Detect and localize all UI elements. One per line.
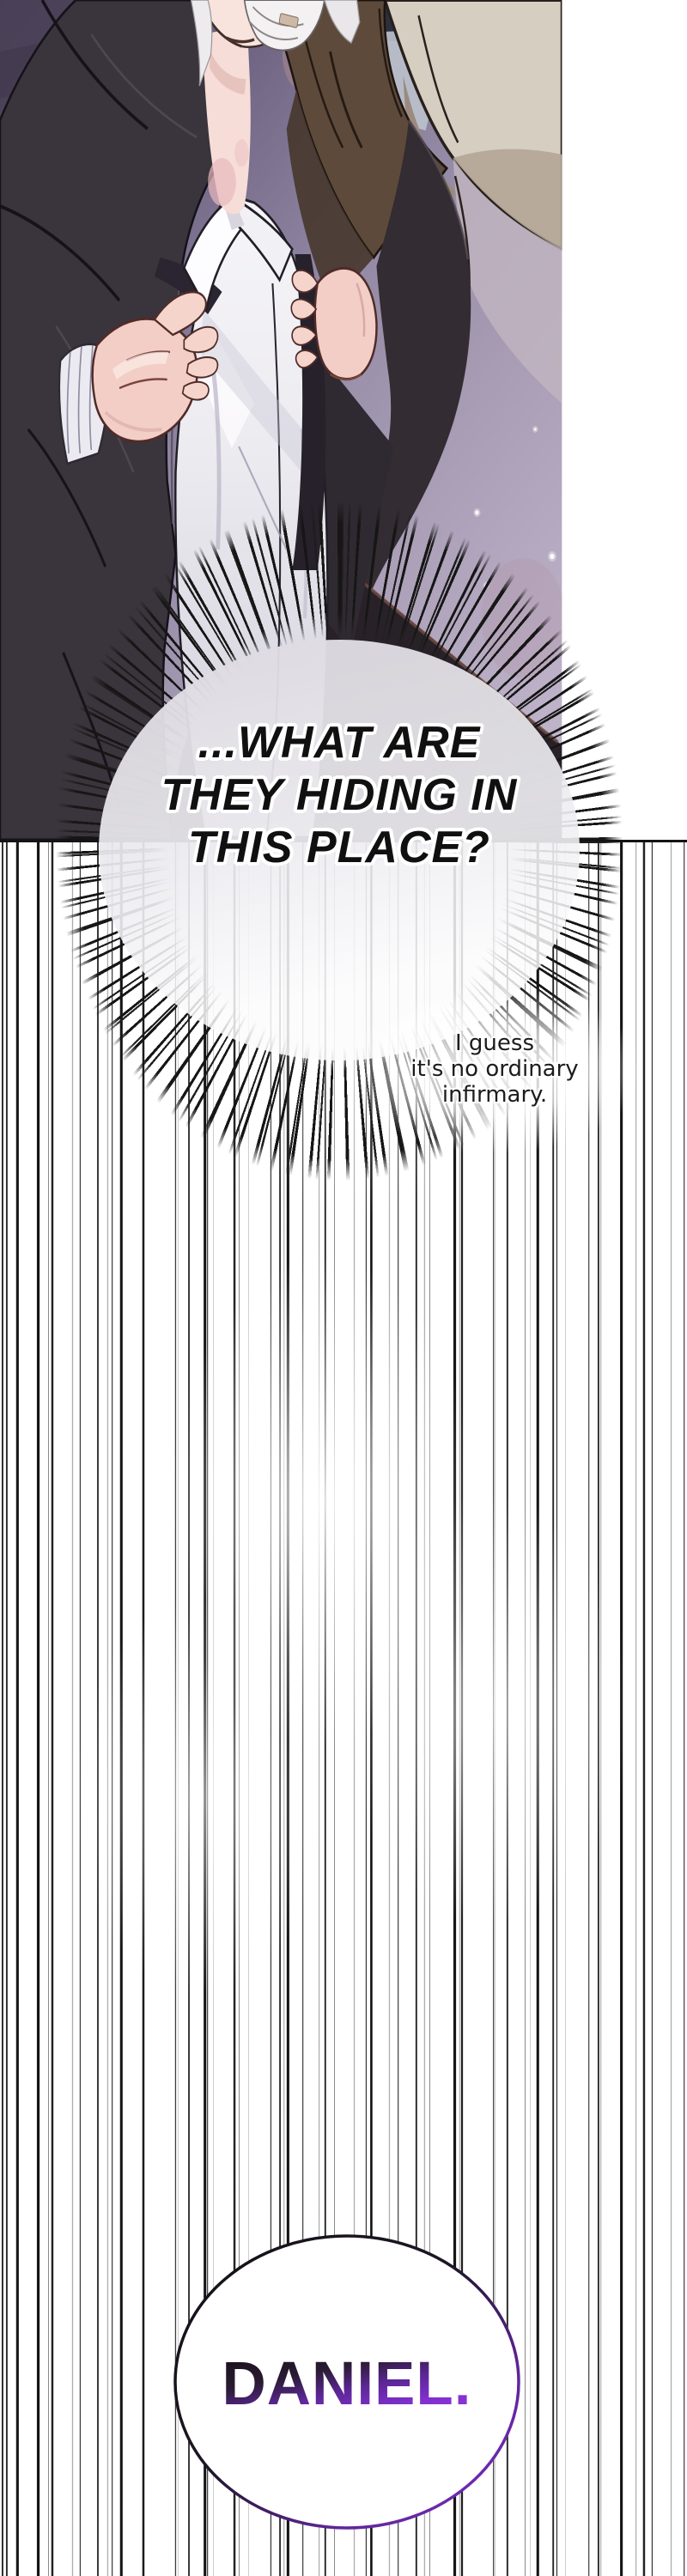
thought-text-halo xyxy=(347,986,642,1154)
burst-bubble-text: ...WHAT ARE THEY HIDING IN THIS PLACE? xyxy=(161,718,518,872)
hand-left xyxy=(91,290,219,443)
daniel-bubble-text: DANIEL. xyxy=(222,2350,472,2418)
arm-right-cloak xyxy=(314,119,471,649)
mouth-line xyxy=(225,36,255,44)
bandage-clip xyxy=(278,13,299,28)
daniel-speech-bubble: DANIEL. xyxy=(173,2234,520,2530)
neck-blush xyxy=(208,158,236,206)
hand-right xyxy=(290,267,378,381)
hair-bandage xyxy=(190,0,361,87)
daniel-bubble-outline xyxy=(173,2234,520,2530)
pillow-crease xyxy=(417,15,459,143)
blanket-edge xyxy=(453,158,562,404)
thought-text: I guess it's no ordinary infirmary. xyxy=(410,1030,579,1108)
pillow-shadow-right xyxy=(453,149,562,249)
index-finger xyxy=(153,290,207,337)
